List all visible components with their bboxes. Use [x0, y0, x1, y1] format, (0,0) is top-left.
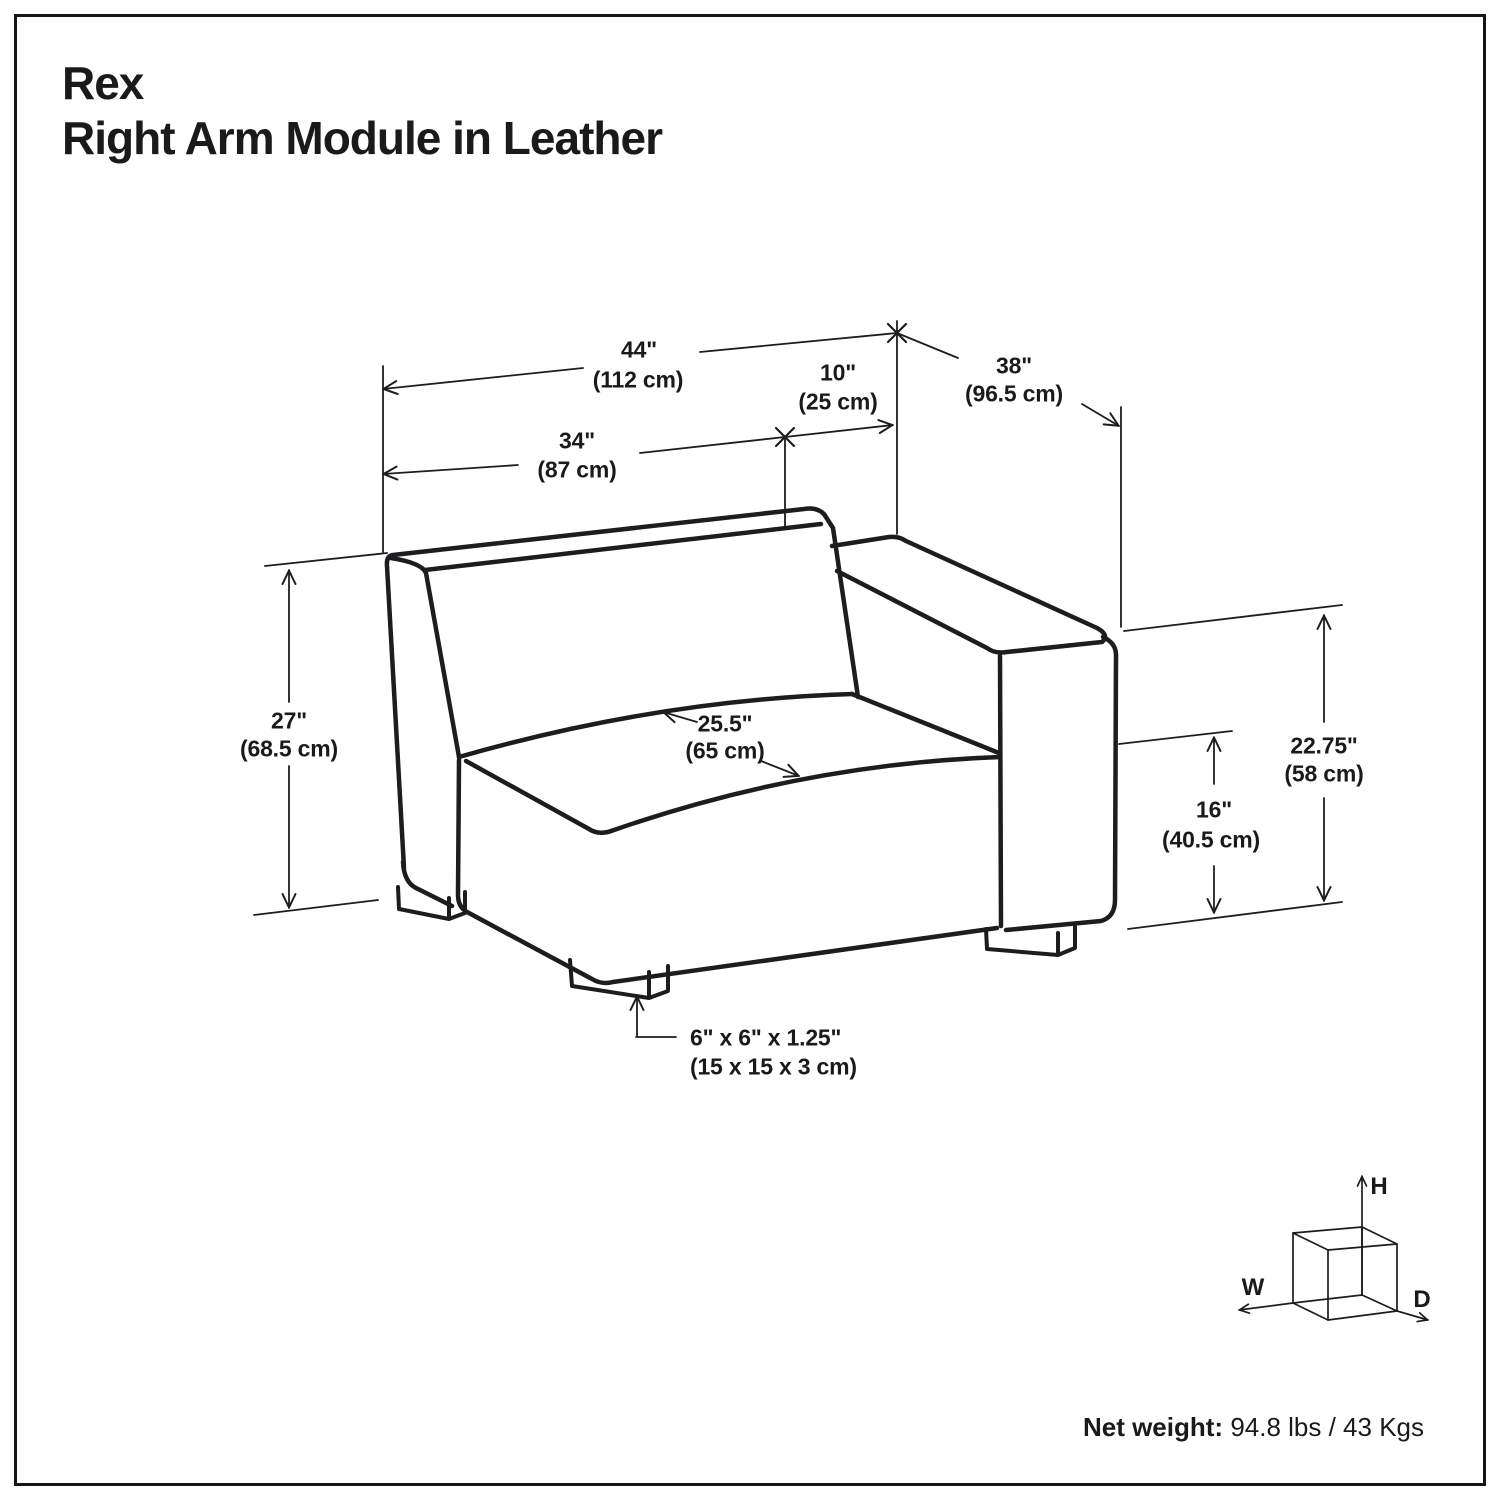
label-seat-depth-in: 25.5" — [697, 710, 753, 737]
dim-seat-and-arm-width — [382, 419, 894, 481]
depth-axis-label: D — [1413, 1286, 1431, 1313]
label-overall-height-cm: (68.5 cm) — [240, 735, 338, 762]
label-seat-width-cm: (87 cm) — [537, 456, 617, 483]
label-overall-width-cm: (112 cm) — [592, 366, 684, 393]
net-weight: Net weight: 94.8 lbs / 43 Kgs — [1083, 1412, 1424, 1443]
seat-cushion-back-edge — [456, 691, 855, 760]
backrest-left-edge — [388, 555, 462, 760]
base-left-bottom-edge — [400, 859, 455, 909]
extension-lines — [253, 320, 1343, 930]
axis-cube-icon — [1238, 1175, 1429, 1323]
label-overall-depth-cm: (96.5 cm) — [965, 380, 1063, 407]
armrest-inner-edge — [997, 653, 1004, 929]
dimension-lines — [253, 320, 1343, 1038]
net-weight-value: 94.8 lbs / 43 Kgs — [1230, 1412, 1424, 1442]
armrest-top-face — [829, 534, 1108, 655]
label-leg-size-in: 6" x 6" x 1.25" — [690, 1024, 842, 1051]
height-axis-label: H — [1370, 1173, 1388, 1200]
dim-leg-callout — [629, 995, 677, 1038]
backrest-top-edge — [422, 521, 824, 573]
label-arm-width-cm: (25 cm) — [798, 388, 878, 415]
width-axis-label: W — [1241, 1274, 1265, 1301]
leg-back-left — [396, 885, 467, 921]
label-arm-width-in: 10" — [820, 359, 856, 386]
dim-seat-depth — [662, 708, 800, 778]
cube-bottom-face — [1292, 1294, 1398, 1321]
label-overall-height-in: 27" — [271, 707, 307, 734]
label-arm-height-cm: (58 cm) — [1284, 760, 1364, 787]
width-axis-arrow — [1238, 1302, 1294, 1315]
sofa-drawing — [384, 506, 1119, 1000]
seat-cushion-right-edge — [849, 691, 1002, 756]
leg-front-center — [568, 958, 670, 1000]
leg-front-right — [984, 925, 1077, 957]
label-leg-size-cm: (15 x 15 x 3 cm) — [690, 1053, 857, 1080]
label-overall-width-in: 44" — [621, 336, 657, 363]
label-seat-depth-cm: (65 cm) — [685, 737, 765, 764]
label-seat-height-cm: (40.5 cm) — [1162, 826, 1260, 853]
label-arm-height-in: 22.75" — [1290, 732, 1358, 759]
depth-axis-arrow — [1396, 1310, 1429, 1323]
label-overall-depth-in: 38" — [996, 352, 1032, 379]
net-weight-label: Net weight: — [1082, 1412, 1224, 1442]
dim-overall-width — [382, 332, 898, 396]
dimension-tick-marks — [774, 322, 908, 448]
cube-vertical-edges — [1292, 1226, 1398, 1321]
product-variant: Right Arm Module in Leather — [62, 112, 663, 164]
product-name: Rex — [62, 57, 144, 109]
label-seat-height-in: 16" — [1196, 796, 1232, 823]
dim-overall-depth — [896, 332, 1120, 427]
product-title: Rex Right Arm Module in Leather — [62, 56, 663, 166]
base-front-outline — [455, 757, 1000, 986]
seat-cushion-front-edge — [463, 754, 1003, 835]
armrest-right-face — [1003, 634, 1119, 933]
backrest-outline — [384, 506, 861, 871]
label-seat-width-in: 34" — [559, 427, 595, 454]
cube-top-face — [1292, 1226, 1398, 1251]
